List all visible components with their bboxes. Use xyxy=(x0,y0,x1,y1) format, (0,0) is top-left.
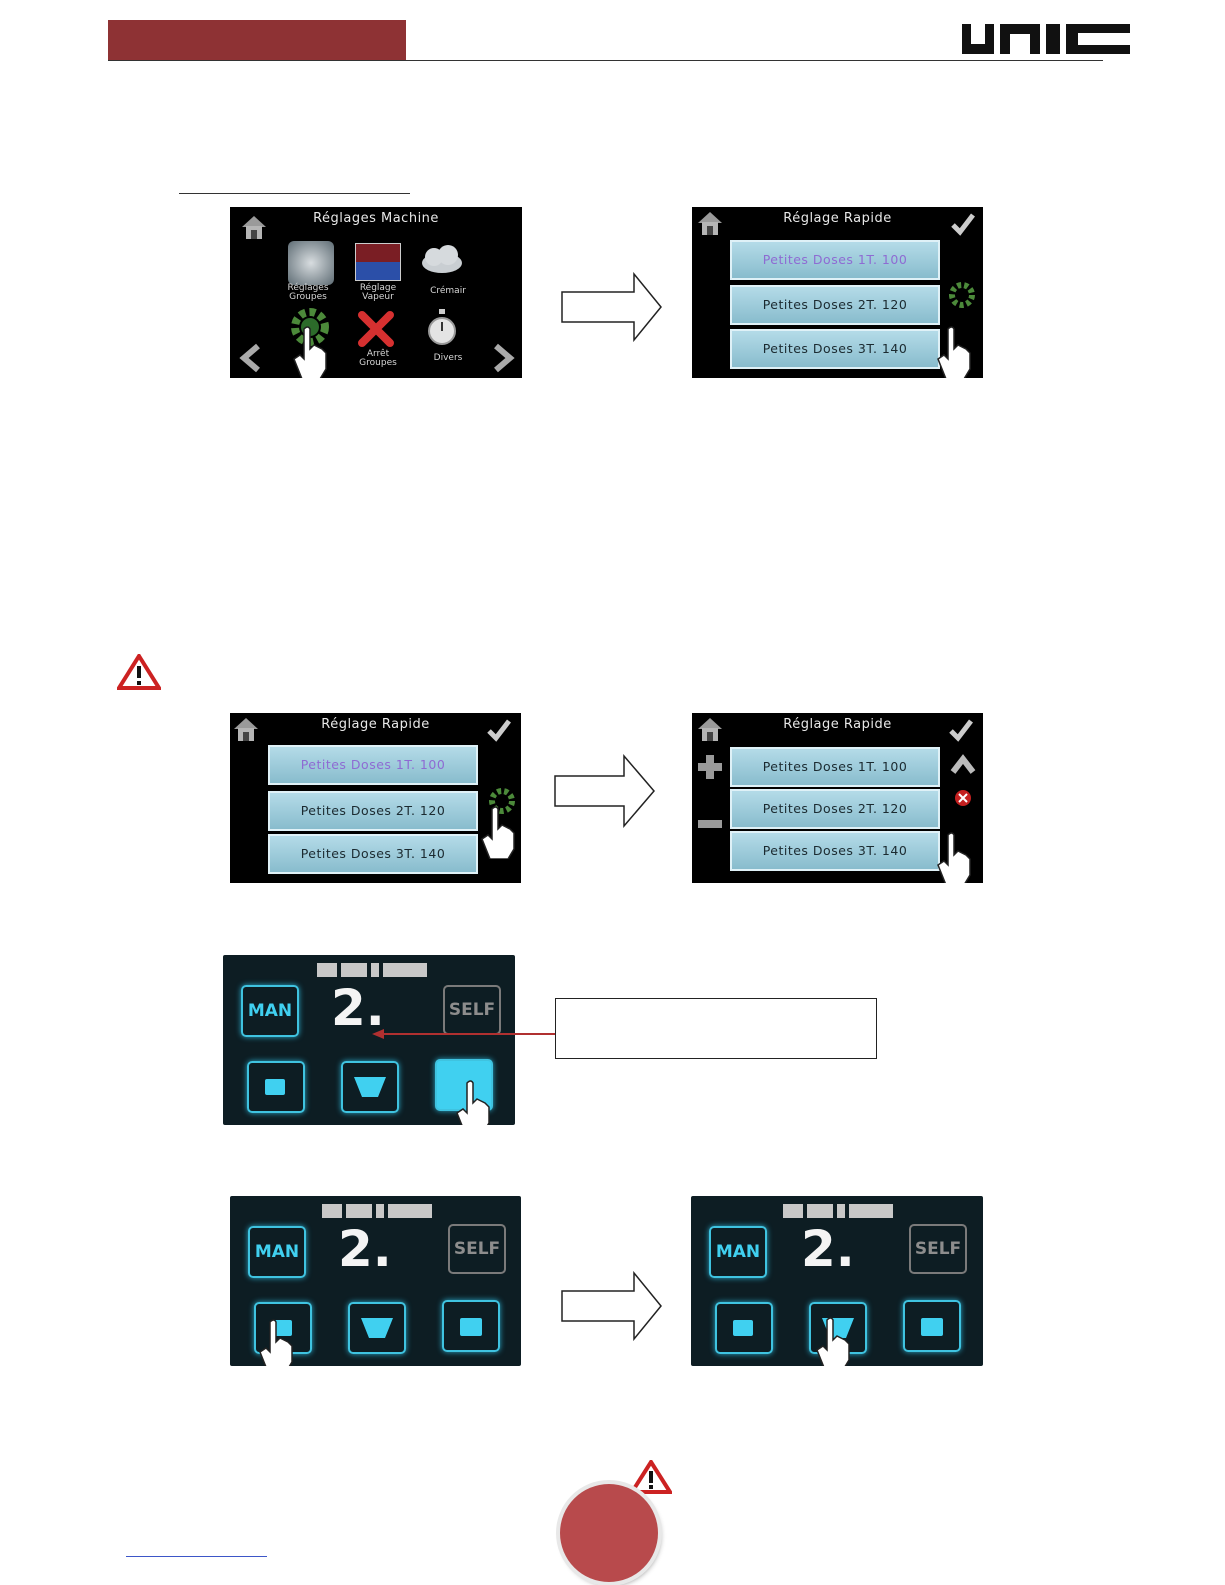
screen-settings: Réglages Machine Réglages Groupes Réglag… xyxy=(230,207,522,378)
dose-button[interactable]: Petites Doses 1T. 100 xyxy=(268,745,478,785)
dose-button[interactable]: Petites Doses 3T. 140 xyxy=(730,831,940,871)
screen-title: Réglages Machine xyxy=(313,211,439,226)
callout-box xyxy=(555,998,877,1059)
man-button[interactable]: MAN xyxy=(709,1226,767,1278)
hand-pointer-icon xyxy=(293,326,327,378)
unic-logo xyxy=(317,963,427,977)
man-button[interactable]: MAN xyxy=(241,985,299,1037)
keypad-panel: MAN 2. SELF xyxy=(691,1196,983,1366)
stop-groups-icon[interactable] xyxy=(356,309,396,349)
stopwatch-icon[interactable] xyxy=(426,307,458,347)
cup-icon xyxy=(265,1079,285,1095)
check-icon[interactable] xyxy=(950,211,976,237)
label-cremair: Crémair xyxy=(430,286,466,296)
display-digit: 2. xyxy=(338,1220,392,1278)
home-icon[interactable] xyxy=(232,715,260,743)
chevron-up-icon[interactable] xyxy=(950,753,976,775)
keypad-panel: MAN 2. SELF xyxy=(230,1196,521,1366)
header-bar xyxy=(108,20,406,60)
dose-button[interactable]: Petites Doses 2T. 120 xyxy=(730,285,940,325)
steam-icon xyxy=(354,1077,386,1097)
unic-logo xyxy=(783,1204,893,1218)
page-number-badge xyxy=(560,1484,658,1582)
group-settings-icon[interactable] xyxy=(288,241,334,285)
hand-pointer-icon xyxy=(937,832,971,883)
check-icon[interactable] xyxy=(948,717,974,743)
screen-quick-1: Réglage Rapide Petites Doses 1T. 100 Pet… xyxy=(692,207,983,378)
chevron-right-icon[interactable] xyxy=(488,343,518,373)
dose-button[interactable]: Petites Doses 2T. 120 xyxy=(730,789,940,829)
screen-quick-2: Réglage Rapide Petites Doses 1T. 100 Pet… xyxy=(230,713,521,883)
screen-title: Réglage Rapide xyxy=(783,211,892,226)
hand-pointer-icon xyxy=(481,806,515,859)
large-cup-button[interactable] xyxy=(903,1300,961,1352)
section-heading-underline xyxy=(179,193,410,194)
cup-icon xyxy=(460,1318,482,1336)
dose-button[interactable]: Petites Doses 1T. 100 xyxy=(730,240,940,280)
self-button[interactable]: SELF xyxy=(448,1224,506,1274)
steam-settings-icon[interactable] xyxy=(355,243,401,281)
dose-button[interactable]: Petites Doses 1T. 100 xyxy=(730,747,940,787)
small-cup-button[interactable] xyxy=(715,1302,773,1354)
warning-icon xyxy=(630,1460,672,1494)
display-digit: 2. xyxy=(801,1220,855,1278)
unic-logo xyxy=(322,1204,432,1218)
chevron-left-icon[interactable] xyxy=(236,343,266,373)
large-cup-button[interactable] xyxy=(442,1300,500,1352)
self-button[interactable]: SELF xyxy=(909,1224,967,1274)
cup-icon xyxy=(733,1320,753,1336)
home-icon[interactable] xyxy=(240,213,268,241)
arrow-right-icon xyxy=(561,1271,662,1341)
label-group-settings: Réglages Groupes xyxy=(287,283,329,302)
home-icon[interactable] xyxy=(696,715,724,743)
warning-icon xyxy=(117,654,161,690)
display-digit: 2. xyxy=(331,979,385,1037)
steam-button[interactable] xyxy=(348,1302,406,1354)
cup-icon xyxy=(921,1318,943,1336)
footer-link-underline[interactable] xyxy=(126,1556,267,1557)
gear-icon[interactable] xyxy=(948,281,976,309)
screen-quick-edit: Réglage Rapide Petites Doses 1T. 100 Pet… xyxy=(692,713,983,883)
cloud-icon[interactable] xyxy=(420,245,464,275)
steam-button[interactable] xyxy=(341,1061,399,1113)
minus-icon[interactable] xyxy=(696,817,724,831)
hand-pointer-icon xyxy=(816,1317,850,1366)
cup-icon xyxy=(272,1320,292,1336)
man-button[interactable]: MAN xyxy=(248,1226,306,1278)
hand-pointer-icon xyxy=(259,1319,293,1366)
small-cup-button[interactable] xyxy=(247,1061,305,1113)
dose-button[interactable]: Petites Doses 3T. 140 xyxy=(268,834,478,874)
label-steam-settings: Réglage Vapeur xyxy=(359,283,397,302)
hand-pointer-icon xyxy=(937,326,971,378)
label-stop-groups: Arrêt Groupes xyxy=(359,349,397,368)
check-icon[interactable] xyxy=(486,717,512,743)
screen-title: Réglage Rapide xyxy=(783,717,892,732)
hand-pointer-icon xyxy=(456,1080,490,1125)
dose-button[interactable]: Petites Doses 2T. 120 xyxy=(268,791,478,831)
gear-icon[interactable] xyxy=(488,787,516,815)
arrow-right-icon xyxy=(561,272,662,342)
header-rule xyxy=(108,60,1103,61)
cancel-icon[interactable] xyxy=(954,789,972,807)
home-icon[interactable] xyxy=(696,209,724,237)
dose-button[interactable]: Petites Doses 3T. 140 xyxy=(730,329,940,369)
arrow-right-icon xyxy=(554,754,655,828)
screen-title: Réglage Rapide xyxy=(321,717,430,732)
keypad-panel: MAN 2. SELF xyxy=(223,955,515,1125)
unic-logo xyxy=(962,24,1130,54)
label-misc: Divers xyxy=(433,353,463,363)
plus-icon[interactable] xyxy=(696,753,724,781)
steam-icon xyxy=(361,1318,393,1338)
callout-arrow xyxy=(372,1029,556,1039)
